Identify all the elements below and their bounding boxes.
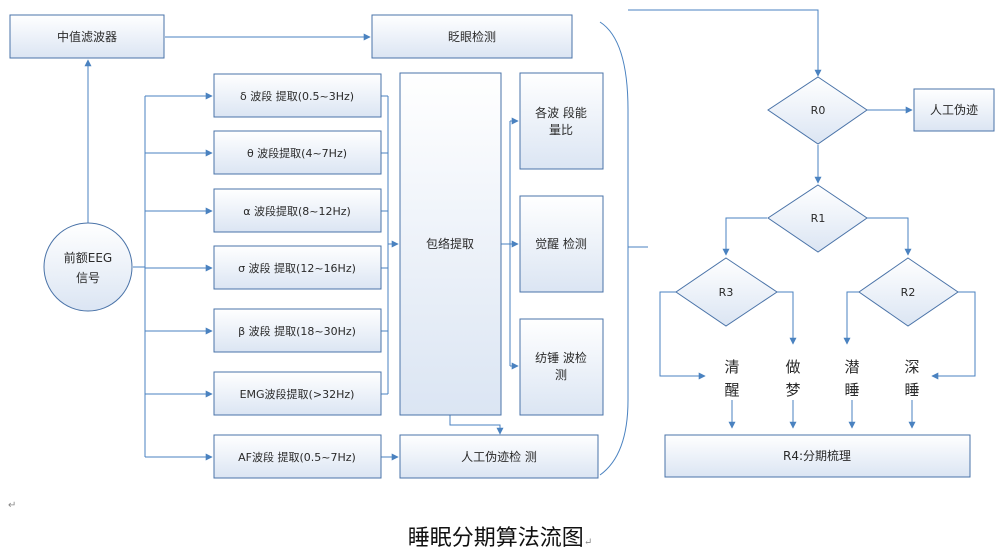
decision-r0-label: R0	[811, 104, 826, 117]
outcome-light-sleep: 潜 睡	[844, 358, 859, 399]
envelope-extract-label: 包络提取	[426, 236, 474, 251]
outcome-light-sleep-char2: 睡	[844, 381, 859, 399]
outcome-deep-sleep-char2: 睡	[904, 381, 919, 399]
spindle-detect-label-line2: 测	[555, 368, 567, 382]
connector-lines	[84, 9, 976, 476]
energy-ratio-label-line2: 量比	[549, 123, 573, 137]
figure-caption-text: 睡眠分期算法流图	[407, 526, 584, 551]
band-delta-label: δ 波段 提取(0.5~3Hz)	[240, 89, 354, 103]
wake-detect-box: 觉醒 检测	[519, 195, 604, 293]
band-theta-box: θ 波段提取(4~7Hz)	[213, 130, 382, 175]
decision-r1: R1	[767, 184, 868, 253]
band-emg-label: EMG波段提取(>32Hz)	[240, 387, 355, 401]
decision-r3-label: R3	[719, 286, 734, 299]
outcome-wake: 清 醒	[724, 358, 739, 399]
outcome-wake-char2: 醒	[724, 381, 739, 399]
outcome-wake-char1: 清	[724, 358, 739, 376]
decision-r2: R2	[858, 257, 959, 327]
caption-paragraph-mark: ↵	[583, 537, 593, 548]
eeg-input-label-line1: 前额EEG	[64, 250, 112, 265]
decision-r0: R0	[767, 76, 868, 145]
spindle-detect-box: 纺锤 波检 测	[519, 318, 604, 416]
eeg-input-label-line2: 信号	[76, 271, 100, 285]
envelope-extract-box: 包络提取	[399, 72, 502, 416]
spindle-detect-label-line1: 纺锤 波检	[535, 350, 587, 365]
band-theta-label: θ 波段提取(4~7Hz)	[247, 146, 347, 160]
band-alpha-label: α 波段提取(8~12Hz)	[243, 204, 351, 218]
artifact-result-label: 人工伪迹	[930, 103, 978, 117]
band-af-box: AF波段 提取(0.5~7Hz)	[213, 434, 382, 479]
blink-detect-box: 眨眼检测	[371, 14, 573, 59]
outcome-deep-sleep-char1: 深	[904, 358, 919, 376]
band-af-label: AF波段 提取(0.5~7Hz)	[238, 450, 356, 464]
band-emg-box: EMG波段提取(>32Hz)	[213, 371, 382, 416]
decision-r2-label: R2	[901, 286, 916, 299]
artifact-result-box: 人工伪迹	[913, 88, 995, 132]
band-delta-box: δ 波段 提取(0.5~3Hz)	[213, 73, 382, 118]
paragraph-mark: ↵	[8, 500, 17, 511]
decision-r3: R3	[675, 257, 778, 327]
energy-ratio-box: 各波 段能 量比	[519, 72, 604, 170]
r4-staging-label: R4:分期梳理	[783, 448, 851, 463]
outcome-dream: 做 梦	[785, 358, 800, 399]
artifact-detect-label: 人工伪迹检 测	[461, 449, 537, 464]
wake-detect-label: 觉醒 检测	[535, 236, 587, 251]
outcome-light-sleep-char1: 潜	[844, 358, 859, 376]
median-filter-box: 中值滤波器	[9, 14, 165, 59]
eeg-input-node: 前额EEG 信号	[43, 222, 133, 312]
figure-caption: 睡眠分期算法流图↵	[0, 520, 1000, 552]
band-alpha-box: α 波段提取(8~12Hz)	[213, 188, 382, 233]
band-beta-box: β 波段 提取(18~30Hz)	[213, 308, 382, 353]
decision-r1-label: R1	[811, 212, 826, 225]
r4-staging-box: R4:分期梳理	[664, 434, 971, 478]
band-beta-label: β 波段 提取(18~30Hz)	[238, 324, 356, 338]
energy-ratio-label-line1: 各波 段能	[535, 105, 587, 120]
outcome-dream-char1: 做	[785, 358, 800, 376]
band-sigma-label: σ 波段 提取(12~16Hz)	[238, 261, 356, 275]
outcome-dream-char2: 梦	[785, 381, 800, 399]
blink-detect-label: 眨眼检测	[448, 29, 496, 44]
band-sigma-box: σ 波段 提取(12~16Hz)	[213, 245, 382, 290]
artifact-detect-box: 人工伪迹检 测	[399, 434, 599, 479]
sleep-staging-flowchart: 中值滤波器 眨眼检测 前额EEG 信号 δ 波段 提取(0.5~3Hz) θ 波…	[9, 9, 995, 479]
median-filter-label: 中值滤波器	[57, 29, 117, 44]
outcome-deep-sleep: 深 睡	[904, 358, 919, 399]
